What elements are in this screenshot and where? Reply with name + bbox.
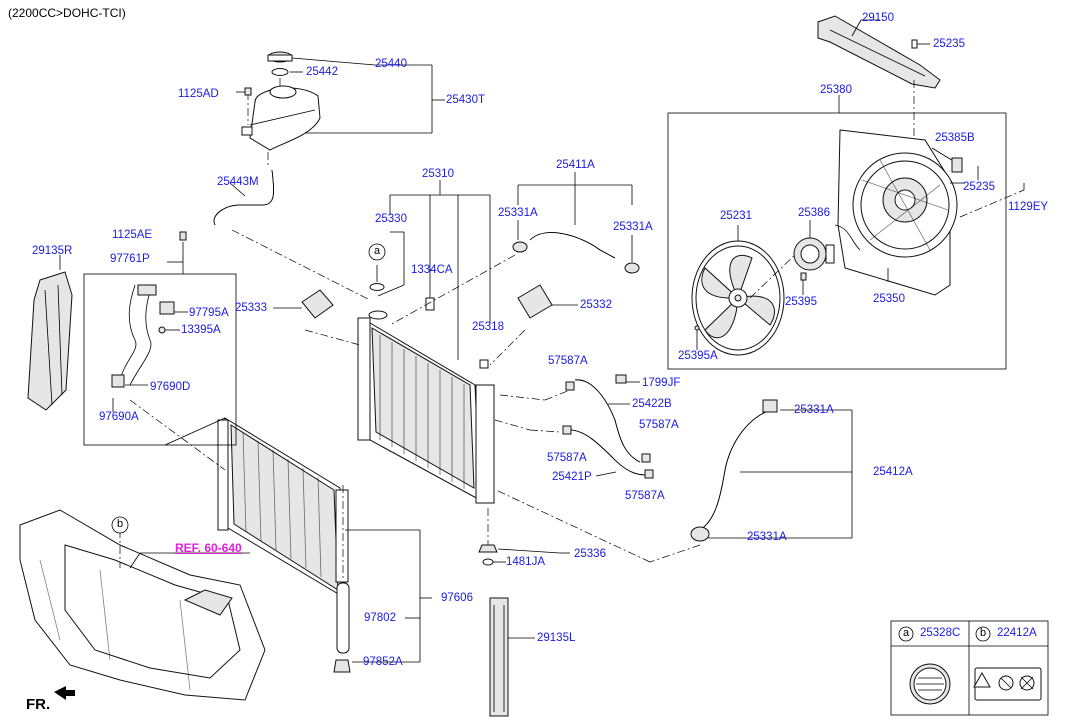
callout-a: a	[373, 245, 381, 257]
part-25331a-upper-left[interactable]: 25331A	[498, 207, 538, 219]
reservoir-tank-part	[241, 85, 321, 151]
radiator-bracket-part	[301, 289, 334, 319]
part-25332[interactable]: 25332	[580, 299, 612, 311]
part-25336[interactable]: 25336	[574, 548, 606, 560]
part-25440[interactable]: 25440	[375, 58, 407, 70]
part-25330[interactable]: 25330	[375, 213, 407, 225]
part-1129ey[interactable]: 1129EY	[1008, 201, 1049, 213]
part-1481ja[interactable]: 1481JA	[506, 556, 546, 568]
fan-assembly-frame	[667, 112, 1007, 370]
part-57587a-1[interactable]: 57587A	[548, 355, 588, 367]
part-25380[interactable]: 25380	[820, 84, 852, 96]
part-57587a-4[interactable]: 57587A	[625, 490, 665, 502]
part-1799jf[interactable]: 1799JF	[642, 377, 681, 389]
part-25411a[interactable]: 25411A	[556, 159, 595, 171]
part-97690d[interactable]: 97690D	[150, 381, 191, 393]
callout-b: b	[116, 518, 124, 530]
part-57587a-2[interactable]: 57587A	[639, 419, 679, 431]
lower-hose-part	[699, 409, 771, 531]
part-1125ae[interactable]: 1125AE	[112, 229, 153, 241]
hose-25421p-part	[569, 429, 646, 476]
front-end-carrier-part	[19, 509, 266, 701]
part-25331a-lower-top[interactable]: 25331A	[794, 404, 834, 416]
part-25395a[interactable]: 25395A	[678, 350, 718, 362]
shroud-bracket-part	[817, 15, 941, 89]
part-25422b[interactable]: 25422B	[632, 398, 672, 410]
part-25442[interactable]: 25442	[306, 66, 338, 78]
upper-hose-part	[529, 232, 616, 259]
part-25386[interactable]: 25386	[798, 207, 830, 219]
part-1334ca[interactable]: 1334CA	[411, 264, 453, 276]
fan-motor-part	[793, 237, 835, 271]
part-25421p[interactable]: 25421P	[552, 471, 592, 483]
part-25235-side[interactable]: 25235	[963, 181, 995, 193]
part-25395[interactable]: 25395	[785, 296, 817, 308]
cooling-fan-part	[691, 240, 785, 356]
part-25350[interactable]: 25350	[873, 293, 905, 305]
part-25310[interactable]: 25310	[422, 168, 454, 180]
overflow-hose-part	[213, 169, 274, 226]
engine-spec-header: (2200CC>DOHC-TCI)	[8, 6, 126, 20]
receiver-drier-part	[336, 582, 350, 654]
ac-line-part	[111, 284, 175, 388]
part-97690a[interactable]: 97690A	[99, 411, 139, 423]
legend-frame	[890, 620, 1049, 716]
part-25412a[interactable]: 25412A	[873, 466, 913, 478]
legend-part-22412a[interactable]: 22412A	[997, 627, 1037, 639]
air-guard-left-part	[489, 597, 509, 717]
front-arrow-icon	[54, 686, 75, 700]
part-25235-top[interactable]: 25235	[933, 38, 965, 50]
part-25231[interactable]: 25231	[720, 210, 752, 222]
part-25333[interactable]: 25333	[235, 302, 267, 314]
part-29150[interactable]: 29150	[862, 12, 894, 24]
legend-part-25328c[interactable]: 25328C	[920, 627, 961, 639]
air-guard-right-part	[27, 271, 73, 411]
part-25331a-upper-right[interactable]: 25331A	[613, 221, 653, 233]
part-97606[interactable]: 97606	[441, 592, 473, 604]
part-25443m[interactable]: 25443M	[217, 176, 259, 188]
reservoir-cap-part	[267, 51, 293, 76]
part-97795a[interactable]: 97795A	[189, 307, 229, 319]
part-29135l[interactable]: 29135L	[537, 632, 576, 644]
radiator-part	[357, 310, 495, 504]
part-25318[interactable]: 25318	[472, 321, 504, 333]
part-97802[interactable]: 97802	[364, 612, 396, 624]
part-97852a[interactable]: 97852A	[363, 656, 403, 668]
part-25430t[interactable]: 25430T	[446, 94, 486, 106]
radiator-upper-bracket-part	[517, 284, 553, 319]
part-57587a-3[interactable]: 57587A	[547, 452, 587, 464]
part-29135r[interactable]: 29135R	[32, 245, 73, 257]
part-13395a[interactable]: 13395A	[181, 324, 221, 336]
legend-callout-a: a	[902, 627, 910, 639]
cap-label-icon	[909, 663, 951, 705]
hose-25422b-part	[574, 379, 641, 463]
fan-shroud-part	[834, 129, 958, 296]
legend-callout-b: b	[979, 627, 987, 639]
part-1125ad[interactable]: 1125AD	[178, 88, 219, 100]
front-label: FR.	[26, 696, 51, 713]
part-25385b[interactable]: 25385B	[935, 132, 975, 144]
part-25331a-lower-bottom[interactable]: 25331A	[747, 531, 787, 543]
ac-line-frame	[83, 273, 237, 446]
condenser-part	[217, 417, 349, 599]
warning-label-icon	[973, 667, 1042, 701]
ref-link[interactable]: REF. 60-640	[175, 541, 242, 555]
part-97761p[interactable]: 97761P	[110, 253, 150, 265]
